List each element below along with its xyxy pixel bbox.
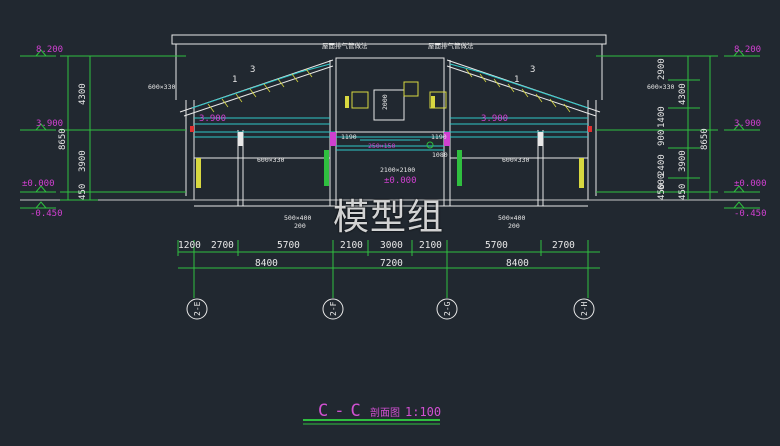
axis-bubbles — [186, 298, 595, 320]
bottom-dim-4: 2100 — [340, 240, 363, 251]
center-dim-b: 1190 — [431, 133, 447, 141]
center-dim-a: 1190 — [341, 133, 357, 141]
elev-right-8200: 8.200 — [734, 45, 761, 55]
left-dim-3900: 3900 — [78, 150, 88, 172]
right-dim-total: 8650 — [700, 128, 710, 150]
title-name: 剖面图 — [370, 406, 400, 419]
bottom-dim-1: 1200 — [178, 240, 201, 251]
bottom-dim-8: 2700 — [552, 240, 575, 251]
left-dim-total: 8650 — [58, 128, 68, 150]
axis-label-e: 2-E — [193, 301, 202, 316]
center-dim-f: 1080 — [432, 151, 448, 159]
right-grp-3900: 3900 — [678, 150, 688, 172]
elev-mid-left-3900: 3.900 — [199, 114, 226, 124]
beam-left: 600×330 — [148, 83, 175, 91]
elev-left-3900: 3.900 — [36, 119, 63, 129]
title-underline — [303, 419, 440, 425]
axis-label-f: 2-F — [329, 301, 338, 316]
right-grp-4300: 4300 — [678, 83, 688, 105]
duct-right-sub: 200 — [508, 222, 520, 230]
center-dim-d: 250×150 — [368, 142, 395, 150]
roof-lines — [179, 57, 601, 133]
bottom-total-2: 7200 — [380, 258, 403, 269]
watermark: 模型组 — [333, 197, 445, 238]
duct-left: 500×400 — [284, 214, 311, 222]
beam-right-2: 600×330 — [502, 156, 529, 164]
elev-right-3900: 3.900 — [734, 119, 761, 129]
elev-right-neg: -0.450 — [734, 209, 767, 219]
left-dim-450: 450 — [78, 184, 88, 200]
title-prefix: C-C — [318, 401, 367, 421]
right-grp-450: 450 — [678, 184, 688, 200]
right-dim-2400: 2400 — [657, 154, 667, 176]
right-dim-900: 900 — [657, 130, 667, 146]
elev-left-neg: -0.450 — [30, 209, 63, 219]
elev-right-0: ±0.000 — [734, 179, 767, 189]
right-dim-2900: 2900 — [657, 58, 667, 80]
slope-left: 3 — [250, 65, 255, 75]
left-dimension-chain — [20, 49, 186, 209]
duct-right: 500×400 — [498, 214, 525, 222]
axis-label-g: 2-G — [443, 301, 452, 316]
drawing-title: C-C 剖面图 1:100 — [318, 401, 441, 421]
columns — [190, 96, 592, 188]
beam-right: 600×330 — [647, 83, 674, 91]
slope-one-left: 1 — [232, 75, 237, 85]
bottom-dim-2: 2700 — [211, 240, 234, 251]
axis-label-h: 2-H — [580, 301, 589, 316]
duct-left-sub: 200 — [294, 222, 306, 230]
slope-right: 3 — [530, 65, 535, 75]
beam-left-2: 600×330 — [257, 156, 284, 164]
elev-left-0: ±0.000 — [22, 179, 55, 189]
right-dim-600: 600 — [657, 174, 667, 190]
right-dim-1400: 1400 — [657, 106, 667, 128]
left-dim-4300: 4300 — [78, 83, 88, 105]
roof-note-left: 屋面排气管做法 — [322, 41, 368, 50]
center-dim-e: 2100×2100 — [380, 166, 415, 174]
right-dimension-chain — [596, 49, 760, 209]
elev-mid-zero: ±0.000 — [384, 176, 417, 186]
bottom-dim-5: 3000 — [380, 240, 403, 251]
bottom-dim-7: 5700 — [485, 240, 508, 251]
roof-note-right: 屋面排气管做法 — [428, 41, 474, 50]
slope-one-right: 1 — [514, 75, 519, 85]
bottom-dim-6: 2100 — [419, 240, 442, 251]
elev-mid-right-3900: 3.900 — [481, 114, 508, 124]
elev-left-8200: 8.200 — [36, 45, 63, 55]
mep-lines — [194, 117, 588, 151]
center-dim-c: 2000 — [381, 94, 389, 110]
bottom-total-1: 8400 — [255, 258, 278, 269]
right-dim-450: 450 — [657, 184, 667, 200]
bottom-dim-3: 5700 — [277, 240, 300, 251]
bottom-dimension-chain — [177, 240, 600, 298]
title-scale: 1:100 — [405, 405, 441, 419]
bottom-total-3: 8400 — [506, 258, 529, 269]
